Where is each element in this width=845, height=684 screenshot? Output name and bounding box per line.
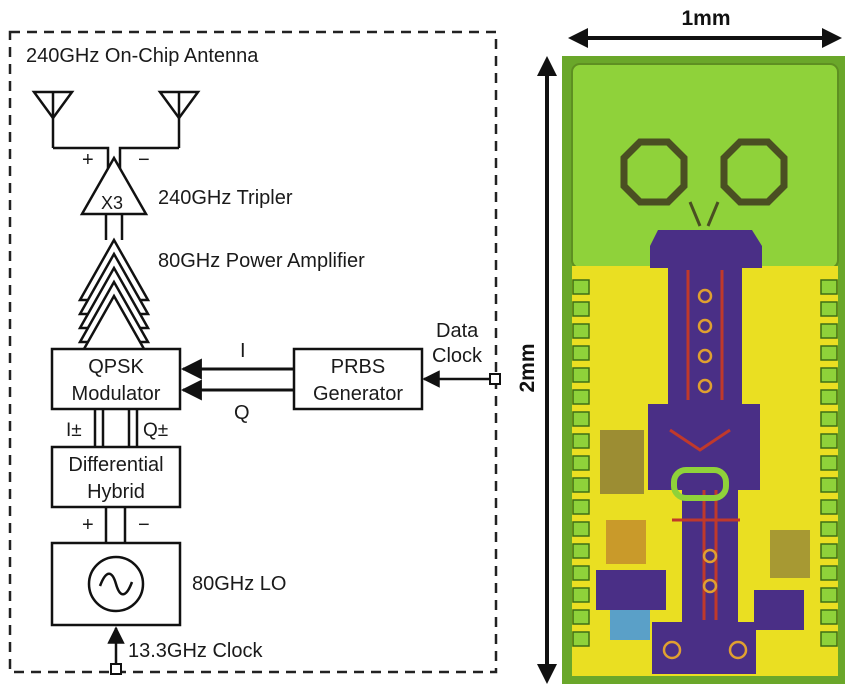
data-label: Data <box>436 320 479 342</box>
tripler-symbol: X3 <box>101 193 123 213</box>
width-label: 1mm <box>681 7 730 30</box>
prbs-line2: Generator <box>313 383 403 405</box>
lo-minus: − <box>138 514 150 536</box>
clock-port <box>111 664 121 674</box>
antenna-left-icon <box>34 92 72 148</box>
i-signal-label: I <box>240 340 246 362</box>
iq-differential-lines <box>95 409 137 447</box>
height-label: 2mm <box>516 343 539 392</box>
hybrid-line1: Differential <box>68 454 163 476</box>
antenna-right-icon <box>160 92 198 148</box>
prbs-line1: PRBS <box>331 356 385 378</box>
q-pm-label: Q± <box>143 420 168 441</box>
power-amplifier-icon <box>80 240 148 356</box>
lo-differential-lines <box>106 507 125 543</box>
block-diagram: 240GHz On-Chip Antenna + − X3 240GHz Tri… <box>10 32 500 674</box>
tripler-minus: − <box>138 149 150 171</box>
lo-label: 80GHz LO <box>192 573 286 595</box>
clock-input-label: 13.3GHz Clock <box>128 640 263 662</box>
hybrid-line2: Hybrid <box>87 481 145 503</box>
clock-label: Clock <box>432 345 483 367</box>
die-photo: 1mm 2mm <box>516 7 845 684</box>
modulator-line1: QPSK <box>88 356 144 378</box>
lo-plus: + <box>82 514 94 536</box>
q-signal-label: Q <box>234 402 250 424</box>
modulator-line2: Modulator <box>72 383 161 405</box>
tripler-label: 240GHz Tripler <box>158 187 293 209</box>
tripler-pa-link <box>106 214 122 240</box>
antenna-label: 240GHz On-Chip Antenna <box>26 45 259 67</box>
i-pm-label: I± <box>66 420 82 441</box>
data-clock-port <box>490 374 500 384</box>
pa-label: 80GHz Power Amplifier <box>158 250 365 272</box>
tripler-plus: + <box>82 149 94 171</box>
